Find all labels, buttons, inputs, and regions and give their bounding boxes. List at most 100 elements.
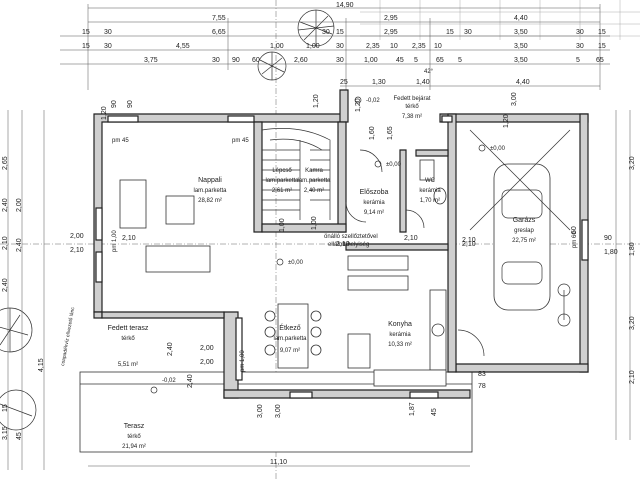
svg-text:5: 5 (576, 57, 580, 64)
level-marker-2: ±0,00 (478, 144, 506, 152)
level-marker-3: ±0,00 (374, 160, 402, 168)
svg-text:5: 5 (414, 57, 418, 64)
svg-text:térkő: térkő (405, 104, 419, 110)
svg-text:2,35: 2,35 (366, 43, 380, 50)
svg-text:1,20: 1,20 (313, 94, 320, 108)
svg-text:1,00: 1,00 (306, 43, 320, 50)
svg-text:1,00: 1,00 (311, 216, 318, 230)
dim-row4: 3,75 30 90 60 2,60 30 1,00 45 5 65 5 3,5… (144, 57, 604, 64)
svg-text:45: 45 (396, 57, 404, 64)
dim-right: 3,20 1,80 3,20 2,10 (629, 156, 636, 384)
svg-text:2,10: 2,10 (629, 370, 636, 384)
tree-top (297, 9, 335, 47)
svg-text:Fedett terasz: Fedett terasz (108, 325, 149, 332)
svg-text:1,60: 1,60 (369, 126, 376, 140)
room-label-nappali: Nappali lam.parketta 28,82 m² (193, 177, 227, 204)
svg-text:30: 30 (322, 29, 330, 36)
parapet-note-2: pm 45 (232, 138, 249, 144)
svg-text:±0,00: ±0,00 (490, 146, 506, 152)
level-marker-4: -0,02 (354, 96, 380, 104)
kitchen-counter (347, 255, 447, 387)
svg-text:30: 30 (576, 43, 584, 50)
room-label-eloszoba: Előszoba kerámia 9,14 m² (360, 189, 389, 216)
svg-text:22,75 m²: 22,75 m² (512, 238, 536, 244)
svg-text:2,40: 2,40 (2, 198, 9, 212)
svg-text:28,82 m²: 28,82 m² (198, 198, 222, 204)
svg-text:2,61 m²: 2,61 m² (272, 188, 292, 194)
svg-text:2,40: 2,40 (187, 374, 194, 388)
exterior-walls (93, 89, 589, 399)
svg-text:15: 15 (446, 29, 454, 36)
tree-left-bottom (0, 307, 33, 353)
svg-text:kerámia: kerámia (389, 332, 411, 338)
dim-row2: 15 30 6,65 30 15 2,95 15 30 3,50 30 15 (82, 29, 606, 36)
svg-text:±0,00: ±0,00 (288, 260, 304, 266)
room-label-etkezo: Étkező lam.parketta 9,07 m² (273, 323, 307, 354)
svg-text:Konyha: Konyha (388, 321, 412, 328)
svg-text:Terasz: Terasz (124, 423, 145, 430)
svg-text:2,60: 2,60 (294, 57, 308, 64)
room-label-fedett-terasz: Fedett terasz térkő 5,51 m² (108, 325, 149, 368)
svg-text:2,95: 2,95 (384, 29, 398, 36)
dim-top-total: 14,90 (336, 2, 354, 9)
svg-text:kerámia: kerámia (363, 200, 385, 206)
staircase (261, 128, 331, 220)
svg-text:WC: WC (425, 178, 436, 184)
svg-text:1,80: 1,80 (604, 249, 618, 256)
room-label-lepcso: Lépcső lam.parketta 2,61 m² (265, 168, 299, 194)
room-label-fedett-bejarat: Fedett bejárat térkő 7,38 m² (393, 96, 430, 120)
svg-text:9,14 m²: 9,14 m² (364, 210, 384, 216)
room-label-terasz: Terasz térkő 21,94 m² (122, 423, 146, 450)
vent-note-1: önálló szellőztetővel (324, 234, 378, 240)
tree-left-bottom-2 (0, 389, 37, 431)
svg-text:1,20: 1,20 (503, 114, 510, 128)
svg-text:15: 15 (2, 404, 9, 412)
svg-text:lam.parketta: lam.parketta (193, 188, 227, 194)
svg-text:90: 90 (111, 100, 118, 108)
tree-left-upper (257, 51, 287, 81)
drainage-note: csapadékvíz ellvezető lánc (60, 306, 76, 366)
svg-text:30: 30 (464, 29, 472, 36)
room-label-wc: WC kerámia 1,70 m² (419, 178, 441, 204)
svg-text:térkő: térkő (127, 434, 141, 440)
svg-text:10: 10 (390, 43, 398, 50)
svg-text:1,20: 1,20 (355, 98, 362, 112)
svg-text:60: 60 (252, 57, 260, 64)
room-label-konyha: Konyha kerámia 10,33 m² (388, 321, 412, 348)
svg-text:lam.parketta: lam.parketta (297, 178, 331, 184)
svg-text:Garázs: Garázs (513, 217, 536, 224)
site-grid (360, 0, 640, 40)
svg-text:25: 25 (340, 79, 348, 86)
svg-text:30: 30 (104, 29, 112, 36)
svg-text:1,30: 1,30 (372, 79, 386, 86)
svg-text:15: 15 (598, 29, 606, 36)
svg-text:90: 90 (127, 100, 134, 108)
svg-text:Fedett bejárat: Fedett bejárat (393, 96, 430, 102)
svg-text:2,10: 2,10 (462, 237, 476, 244)
svg-text:1,00: 1,00 (279, 218, 286, 232)
svg-text:Lépcső: Lépcső (272, 168, 292, 174)
doors (345, 149, 485, 357)
dim-row3: 15 30 4,55 1,00 1,00 30 2,35 10 2,35 10 … (82, 43, 606, 50)
dimension-lines-side (7, 110, 631, 470)
svg-text:greslap: greslap (514, 228, 534, 234)
parapet-note-3: pm 1,00 (112, 230, 118, 252)
svg-text:2,40: 2,40 (2, 278, 9, 292)
svg-text:60: 60 (571, 226, 578, 234)
svg-text:30: 30 (104, 43, 112, 50)
svg-text:2,40: 2,40 (167, 342, 174, 356)
svg-text:3,50: 3,50 (514, 29, 528, 36)
dim-row5: 25 1,30 1,40 4,40 (340, 79, 530, 86)
svg-text:83: 83 (478, 371, 486, 378)
svg-text:2,10: 2,10 (462, 241, 476, 248)
svg-text:30: 30 (576, 29, 584, 36)
svg-text:90: 90 (604, 235, 612, 242)
parapet-note-1: pm 45 (112, 138, 129, 144)
svg-text:1,87: 1,87 (409, 402, 416, 416)
svg-text:15: 15 (598, 43, 606, 50)
bicycle-icon (557, 283, 571, 327)
svg-text:3,15: 3,15 (2, 426, 9, 440)
svg-text:45: 45 (431, 408, 438, 416)
svg-text:-0,02: -0,02 (366, 98, 380, 104)
